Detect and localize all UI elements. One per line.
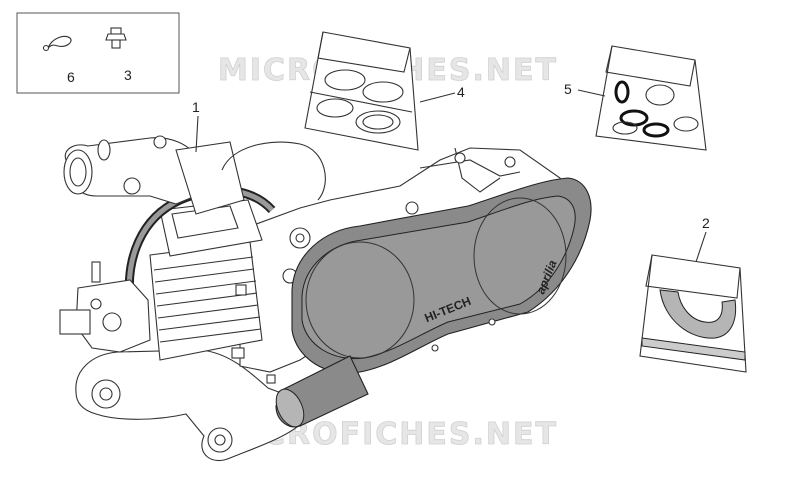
callout-4: 4 bbox=[457, 84, 465, 100]
callout-5: 5 bbox=[564, 81, 572, 97]
oring-kit-bag-5[interactable]: 5 bbox=[564, 45, 707, 151]
callout-2: 2 bbox=[702, 215, 710, 231]
cylinder-fins bbox=[153, 256, 262, 343]
callout-1-leader bbox=[195, 115, 199, 153]
gasket-kit-bag-4[interactable]: 4 bbox=[304, 31, 465, 151]
callout-6: 6 bbox=[67, 69, 75, 85]
small-parts-inset: 6 3 bbox=[16, 12, 180, 94]
plug-bolt-part[interactable] bbox=[105, 27, 127, 49]
clip-ring-part[interactable] bbox=[42, 35, 72, 52]
engine-assembly-1[interactable]: HI-TECH aprilia bbox=[59, 135, 592, 462]
callout-3: 3 bbox=[124, 67, 132, 83]
callout-1: 1 bbox=[192, 99, 200, 115]
belt-kit-bag-2[interactable]: 2 bbox=[639, 215, 747, 373]
